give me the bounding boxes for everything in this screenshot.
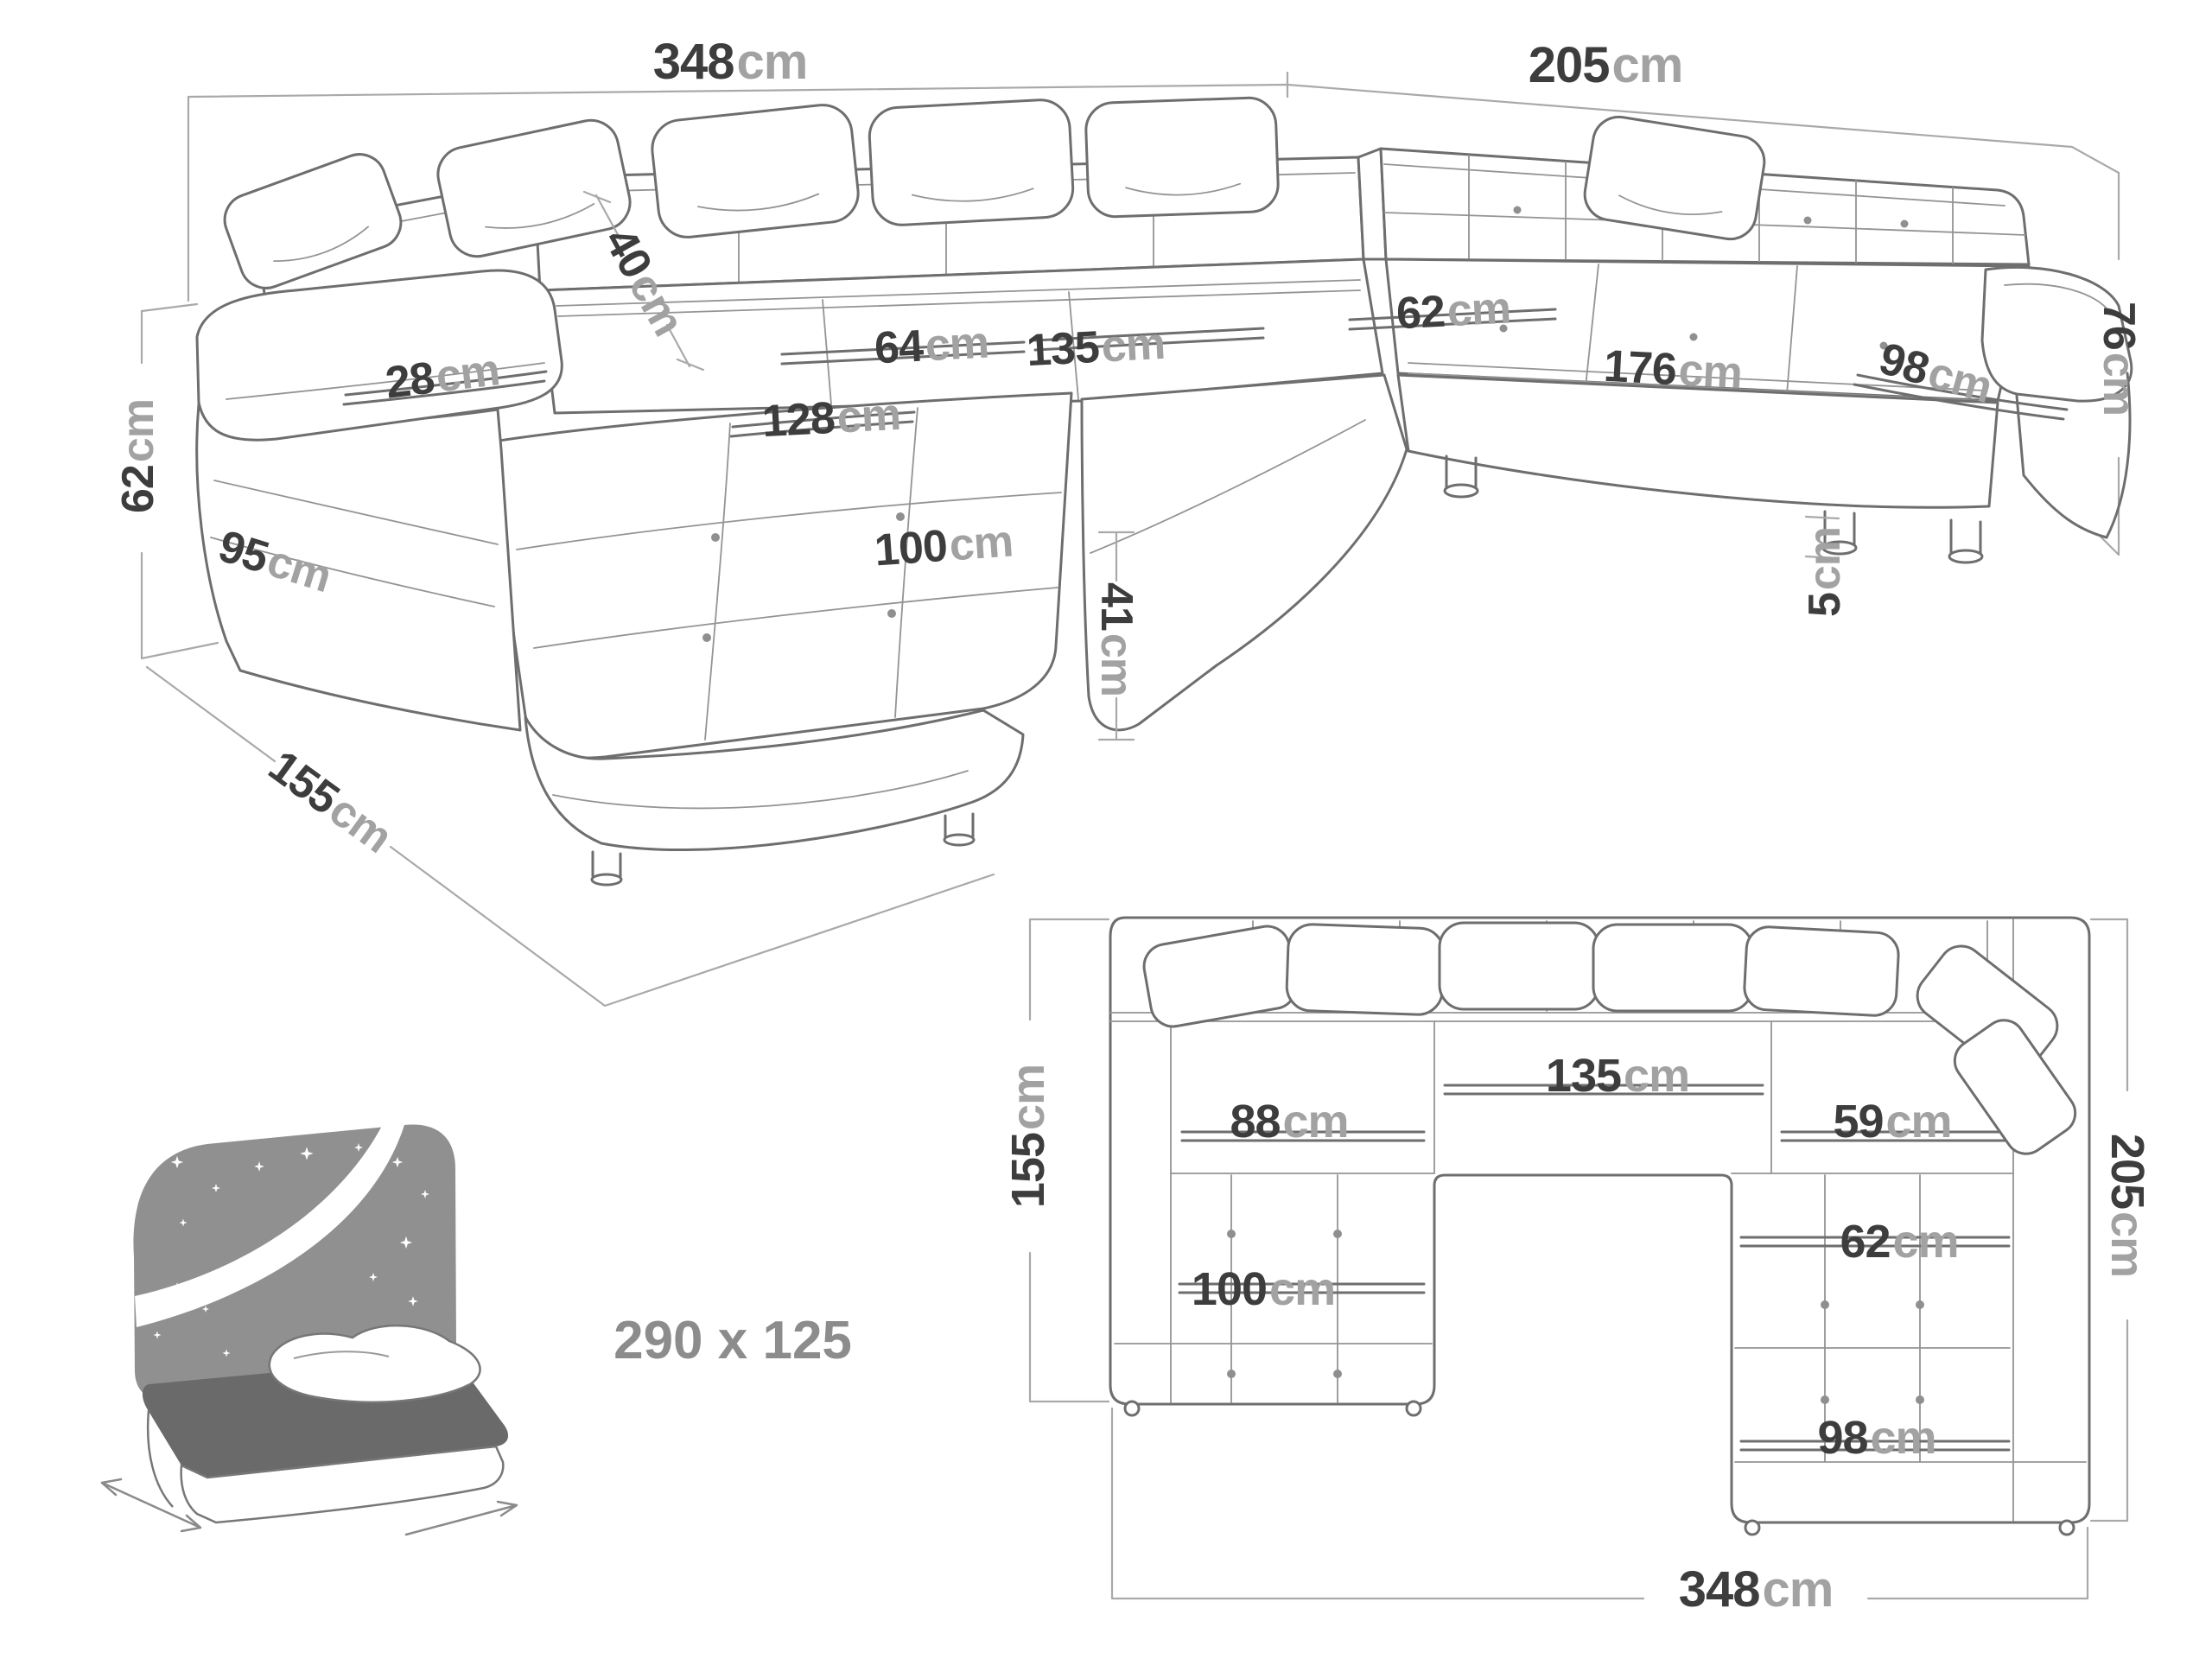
dim-label-seatheight-41: 41cm xyxy=(1091,582,1141,696)
dim-unit: cm xyxy=(1282,1096,1350,1147)
dim-number: 135 xyxy=(1025,321,1101,377)
dim-unit: cm xyxy=(1002,1064,1054,1130)
dim-unit: cm xyxy=(1885,1096,1953,1147)
dim-number: 205 xyxy=(1528,37,1611,93)
dim-unit: cm xyxy=(433,345,503,403)
dim-label-width-348: 348cm xyxy=(652,34,809,90)
dim-number: 155 xyxy=(1002,1132,1054,1209)
sleeping-size-label: 290 x 125 xyxy=(613,1314,852,1368)
right-armrest xyxy=(1853,265,2133,539)
dim-number: 59 xyxy=(1833,1096,1884,1147)
dim-unit: cm xyxy=(1624,1050,1690,1102)
plan-outline xyxy=(1109,916,2091,1524)
plan-label-59: 59cm xyxy=(1833,1096,1953,1147)
sleeping-size-value: 290 x 125 xyxy=(613,1311,852,1370)
sleeper-bed-icon xyxy=(100,1124,518,1536)
dim-unit: cm xyxy=(1892,1216,1960,1268)
unfold-arrows xyxy=(100,1478,518,1536)
dim-unit: cm xyxy=(1800,526,1850,591)
dim-number: 62 xyxy=(1840,1216,1891,1268)
dim-number: 88 xyxy=(1230,1096,1281,1147)
dim-unit: cm xyxy=(2101,1211,2153,1278)
dim-unit: cm xyxy=(924,317,990,372)
dim-label-seat-135: 135cm xyxy=(1025,318,1166,377)
dim-number: 348 xyxy=(1678,1561,1761,1618)
dim-unit: cm xyxy=(113,399,163,463)
plan-label-100: 100cm xyxy=(1191,1263,1336,1315)
dim-label-height-62: 62cm xyxy=(113,399,163,513)
dim-unit: cm xyxy=(836,389,902,443)
dim-number: 76 xyxy=(2094,302,2144,350)
dim-number: 100 xyxy=(873,520,949,576)
plan-label-155: 155cm xyxy=(1002,1064,1054,1209)
plan-label-98: 98cm xyxy=(1817,1414,1936,1461)
dim-number: 135 xyxy=(1545,1050,1622,1102)
plan-label-135: 135cm xyxy=(1545,1050,1690,1102)
dim-unit: cm xyxy=(1446,283,1512,337)
perspective-wireframe xyxy=(140,71,2120,1007)
plan-label-205: 205cm xyxy=(2101,1133,2153,1278)
dim-label-chaise-100: 100cm xyxy=(873,516,1014,576)
dim-unit: cm xyxy=(1100,318,1166,372)
dim-label-leg-5: 5cm xyxy=(1800,526,1850,618)
dim-label-height-76: 76cm xyxy=(2094,302,2144,416)
sofa-seats xyxy=(538,257,2031,415)
plan-label-348: 348cm xyxy=(1679,1565,1834,1615)
dim-number: 176 xyxy=(1602,340,1678,396)
dim-unit: cm xyxy=(2094,352,2144,416)
dim-number: 28 xyxy=(382,353,437,409)
dim-number: 41 xyxy=(1091,582,1141,631)
chaise-front xyxy=(524,709,1025,887)
dim-unit: cm xyxy=(736,34,808,90)
dim-number: 205 xyxy=(2101,1133,2153,1210)
chaise-longue xyxy=(486,391,1073,760)
plan-pillows xyxy=(1142,921,2077,1155)
dim-number: 62 xyxy=(1395,286,1446,340)
plan-label-62: 62cm xyxy=(1840,1216,1960,1268)
dim-number: 98 xyxy=(1817,1412,1868,1464)
left-armrest xyxy=(195,269,563,732)
dim-label-chaise-128: 128cm xyxy=(760,389,902,448)
dim-unit: cm xyxy=(947,516,1014,571)
plan-dimension-lines xyxy=(1028,918,2129,1600)
dim-unit: cm xyxy=(1677,345,1744,399)
dim-number: 128 xyxy=(760,392,836,448)
dim-number: 5 xyxy=(1800,593,1850,618)
dim-label-width-205: 205cm xyxy=(1529,41,1684,91)
sofa-right-base xyxy=(1396,373,1999,564)
back-pillows xyxy=(223,96,1766,289)
dim-unit: cm xyxy=(1611,37,1683,93)
dim-label-seat-64: 64cm xyxy=(873,317,990,374)
perspective-measure-lines xyxy=(582,190,1135,741)
dim-unit: cm xyxy=(1762,1561,1834,1618)
dim-unit: cm xyxy=(1269,1263,1336,1315)
plan-label-88: 88cm xyxy=(1230,1096,1350,1147)
dim-label-seat-176: 176cm xyxy=(1602,340,1744,399)
dim-number: 348 xyxy=(652,34,735,90)
dim-number: 100 xyxy=(1191,1263,1268,1315)
dim-unit: cm xyxy=(1870,1412,1937,1464)
dim-number: 62 xyxy=(113,465,163,513)
dim-unit: cm xyxy=(1091,632,1141,696)
dim-number: 64 xyxy=(873,321,925,374)
dim-label-seat-62: 62cm xyxy=(1395,283,1512,340)
